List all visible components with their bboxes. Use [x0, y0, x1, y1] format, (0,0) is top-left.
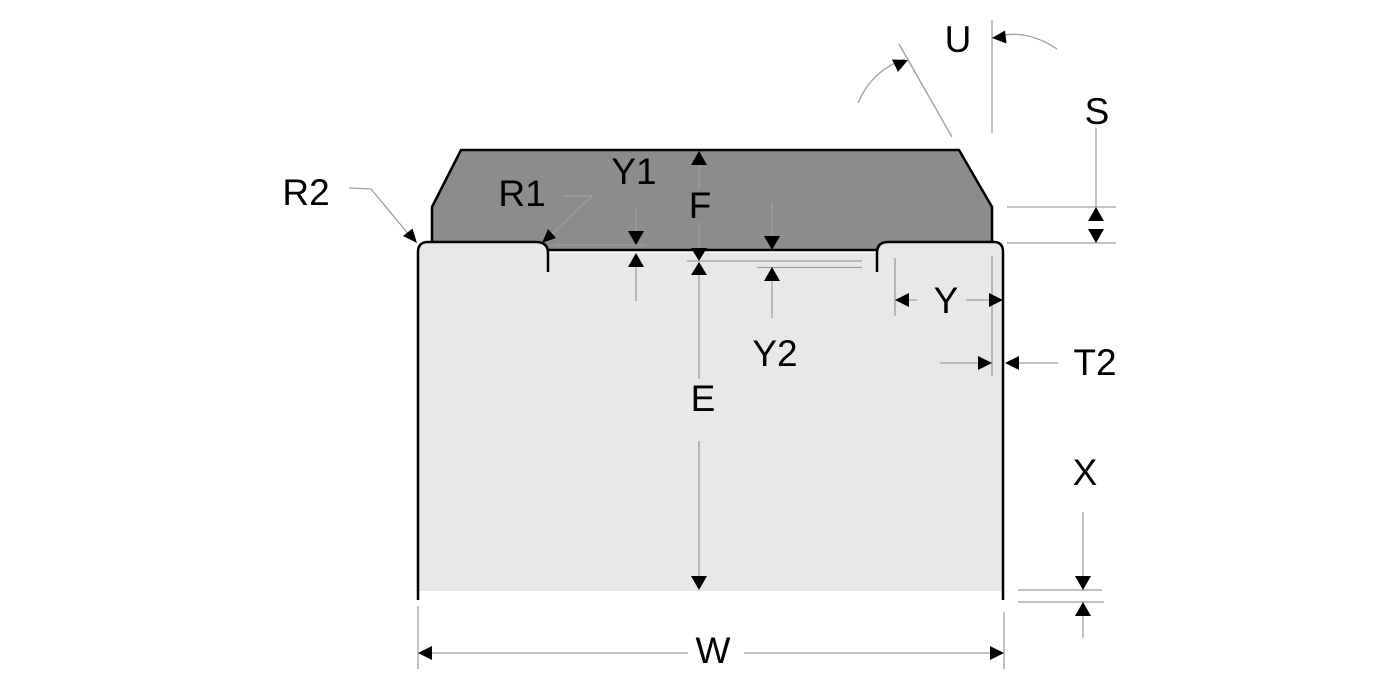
t2-right-arrow-icon [1005, 356, 1019, 370]
label-e: E [691, 378, 716, 419]
x-up-arrow-icon [1075, 602, 1091, 616]
dimension-e [691, 262, 707, 590]
t2-left-arrow-icon [978, 356, 992, 370]
f-top-arrow-icon [691, 151, 707, 165]
e-bottom-arrow-icon [691, 576, 707, 590]
w-left-arrow-icon [418, 646, 432, 660]
x-down-arrow-icon [1075, 576, 1091, 590]
dimension-x [1075, 512, 1091, 638]
label-y1: Y1 [611, 151, 656, 192]
y1-up-arrow-icon [628, 253, 644, 267]
r1-leader-line [548, 195, 594, 238]
label-f: F [689, 185, 712, 226]
base-cross-section [418, 242, 1003, 591]
label-s: S [1085, 91, 1110, 132]
dimension-u [857, 30, 1058, 104]
dimension-t2 [940, 356, 1058, 370]
y-right-arrow-icon [989, 293, 1003, 307]
s-down-arrow-icon [1088, 229, 1104, 243]
f-bottom-arrow-icon [691, 248, 707, 261]
u-right-arrow-icon [992, 30, 1007, 44]
r2-arrow-icon [403, 228, 417, 243]
label-y: Y [934, 280, 959, 321]
leader-r2 [348, 187, 417, 243]
label-r1: R1 [498, 173, 545, 214]
u-left-arrow-icon [892, 59, 908, 72]
s-up-arrow-icon [1088, 207, 1104, 221]
y-left-arrow-icon [895, 293, 909, 307]
label-r2: R2 [282, 172, 329, 213]
label-u: U [945, 19, 972, 60]
w-right-arrow-icon [990, 646, 1004, 660]
dimension-w [418, 646, 1004, 660]
label-x: X [1073, 452, 1098, 493]
r2-leader-line [348, 187, 411, 237]
base-outline-right [875, 240, 1005, 600]
dimension-f [691, 151, 707, 261]
e-top-arrow-icon [691, 262, 707, 275]
dimension-s [1088, 128, 1104, 243]
r1-arrow-icon [542, 229, 556, 243]
dimension-y2 [764, 202, 780, 318]
u-slant-extension-line [898, 43, 953, 138]
reference-lines [417, 20, 1116, 669]
leader-r1 [542, 195, 594, 243]
y2-down-arrow-icon [764, 236, 780, 250]
label-t2: T2 [1073, 342, 1116, 383]
label-y2: Y2 [752, 333, 797, 374]
label-w: W [696, 630, 731, 671]
dimension-y [895, 293, 1003, 307]
dimension-y1 [628, 209, 644, 301]
y1-down-arrow-icon [628, 231, 644, 245]
dimension-labels: R2 R1 Y1 F U S Y Y2 T2 E X W [282, 19, 1116, 671]
y2-up-arrow-icon [764, 267, 780, 281]
base-outline-left [416, 240, 550, 600]
